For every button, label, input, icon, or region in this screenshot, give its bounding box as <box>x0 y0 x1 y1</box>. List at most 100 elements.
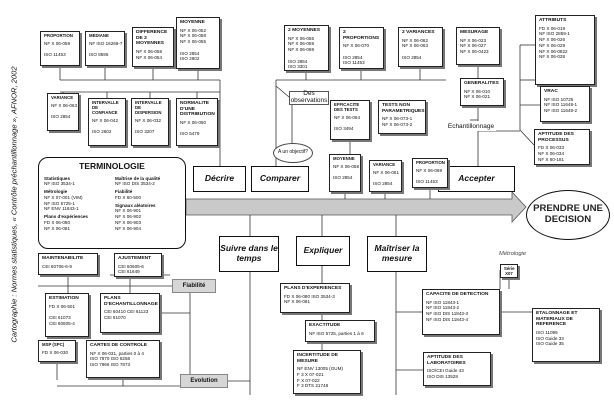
card-standard: NF ISO 5725, parties 1 à 6 <box>309 330 364 336</box>
card-standard: NF X 06-032 <box>135 117 162 123</box>
card-standard: ISO Guide 33 <box>536 335 564 341</box>
card-aptitude-labos: APTITUDE DES LABORATOIRES ISO/CEI Guide 4… <box>423 352 491 386</box>
card-standard: ISO Guide 35 <box>536 341 564 347</box>
verb-expliquer: Expliquer <box>296 236 350 266</box>
card-title: MOYENNE <box>333 156 355 161</box>
card-serie: Série X07 <box>500 264 518 278</box>
card-standard: NF X 06-061 <box>373 169 400 175</box>
card-standard: NF X 06-028 <box>539 54 566 60</box>
card-title: VRAC <box>544 89 558 94</box>
card-title: TESTS NON PARAMETRIQUES <box>382 103 425 114</box>
card-standard: FD X 06-019 <box>539 25 566 31</box>
card-standard: CEI 60706-6-9 <box>42 263 72 269</box>
card-standard: NF X 60-181 <box>538 156 565 162</box>
terminology-heading: Statistiques <box>44 175 71 181</box>
terminology-heading: Maîtrise de la qualité <box>115 175 161 181</box>
terminology-standard: NF ENV 11843-1 <box>44 206 79 212</box>
terminology-title: TERMINOLOGIE <box>79 161 145 171</box>
card-title: APTITUDE DES PROCESSUS <box>538 132 574 143</box>
card-title: 2 VARIANCES <box>402 30 435 35</box>
card-standard: NF X 06-010 <box>464 88 491 94</box>
card-standard: NF X 06-070 <box>343 43 370 49</box>
card-standard: CEI 60605-6 <box>118 263 144 269</box>
label-metrologie: Métrologie <box>499 251 527 257</box>
label-un-objectif: A un objectif? <box>273 143 313 163</box>
card-standard: CEI 61073 <box>49 315 71 321</box>
card-standard: FD X 06-501 <box>49 303 76 309</box>
card-title: APTITUDE DES LABORATOIRES <box>427 355 466 366</box>
card-title: PLANS D'EXPERIENCES <box>284 286 342 291</box>
card-title: PLANS D'ECHANTILLONNAGE <box>104 296 158 307</box>
card-standard: NF X 06-058 <box>136 48 163 54</box>
terminology-heading: Fiabilité <box>115 189 133 195</box>
verb-suivre: Suivre dans le temps <box>219 236 279 272</box>
card-standard: NF X 06-069 <box>416 167 443 173</box>
card-msp: MSP (SPC)FD X 06-030 <box>38 340 76 362</box>
card-standard: NF X 06-042 <box>92 117 119 123</box>
card-standard: ISO 2854 <box>402 54 422 60</box>
card-standard: NF X 06-031, parties 0 à 4 <box>90 350 144 356</box>
card-standard: NF X 06-054 <box>136 54 163 60</box>
verb-maitriser: Maîtriser la mesure <box>367 236 427 272</box>
card-standard: NF ISO DIS 11843-3 <box>426 311 469 317</box>
card-standard: FD X 06-033 <box>538 145 565 151</box>
card-standard: NF ISO 10725 <box>544 96 574 102</box>
terminology-standard: NF X 06-901 <box>115 208 142 214</box>
card-title: PROPORTION <box>416 160 445 165</box>
card-standard: ISO 11453 <box>416 179 438 185</box>
card-standard: CEI 60410 CEI 61123 <box>104 309 149 315</box>
terminology-standard: NF X 06-903 <box>115 219 142 225</box>
card-standard: F 3 X 07-021 <box>297 372 324 378</box>
label-des-observations: Des observations <box>289 90 329 105</box>
card-standard: NF X 06-055 <box>180 39 207 45</box>
decision-ellipse: PRENDRE UNE DECISION <box>526 190 610 240</box>
connector-line <box>519 129 535 146</box>
card-standard: NF ISO 11843-1 <box>426 299 460 305</box>
card-standard: NF X 06-0822 <box>539 48 568 54</box>
card-standard: NF X 06-069 <box>288 47 315 53</box>
card-title: DIFFERENCE DE 2 MOYENNES <box>136 30 168 47</box>
card-standard: ISO/CEI Guide 43 <box>427 368 464 374</box>
card-standard: F X 07-022 <box>297 377 320 383</box>
terminology-standard: NF ISO DIS 3534-2 <box>115 181 155 187</box>
card-standard: ISO 3207 <box>135 129 155 135</box>
card-standard: NF X 06-063 <box>51 102 78 108</box>
card-standard: ISO 2854 <box>180 50 200 56</box>
card-standard: ISO 2602 <box>92 129 112 135</box>
card-title: ESTIMATION <box>49 296 79 301</box>
terminology-standard: NF ISO 5725-1 <box>44 200 75 206</box>
card-title: AJUSTEMENT <box>118 256 152 261</box>
card-standard: NF X 06-052 <box>180 27 207 33</box>
card-standard: ISO 2854 <box>343 54 363 60</box>
card-standard: NF X 06-021 <box>464 94 491 100</box>
terminology-heading: Signaux aléatoires <box>115 202 156 208</box>
card-standard: ISO 11453 <box>343 60 365 66</box>
terminology-standard: NF X 06-081 <box>44 225 71 231</box>
card-standard: NF X 06-081 <box>284 299 311 305</box>
card-standard: NF X 06-055 <box>288 35 315 41</box>
card-standard: ISO 2854 <box>51 114 71 120</box>
card-standard: NF ISO DIS 11843-4 <box>426 316 469 322</box>
card-standard: NF X 06-023 <box>460 37 487 43</box>
terminology-standard: FD X 06-080 <box>44 219 71 225</box>
card-title: EFFICACITE DES TESTS <box>334 102 360 112</box>
